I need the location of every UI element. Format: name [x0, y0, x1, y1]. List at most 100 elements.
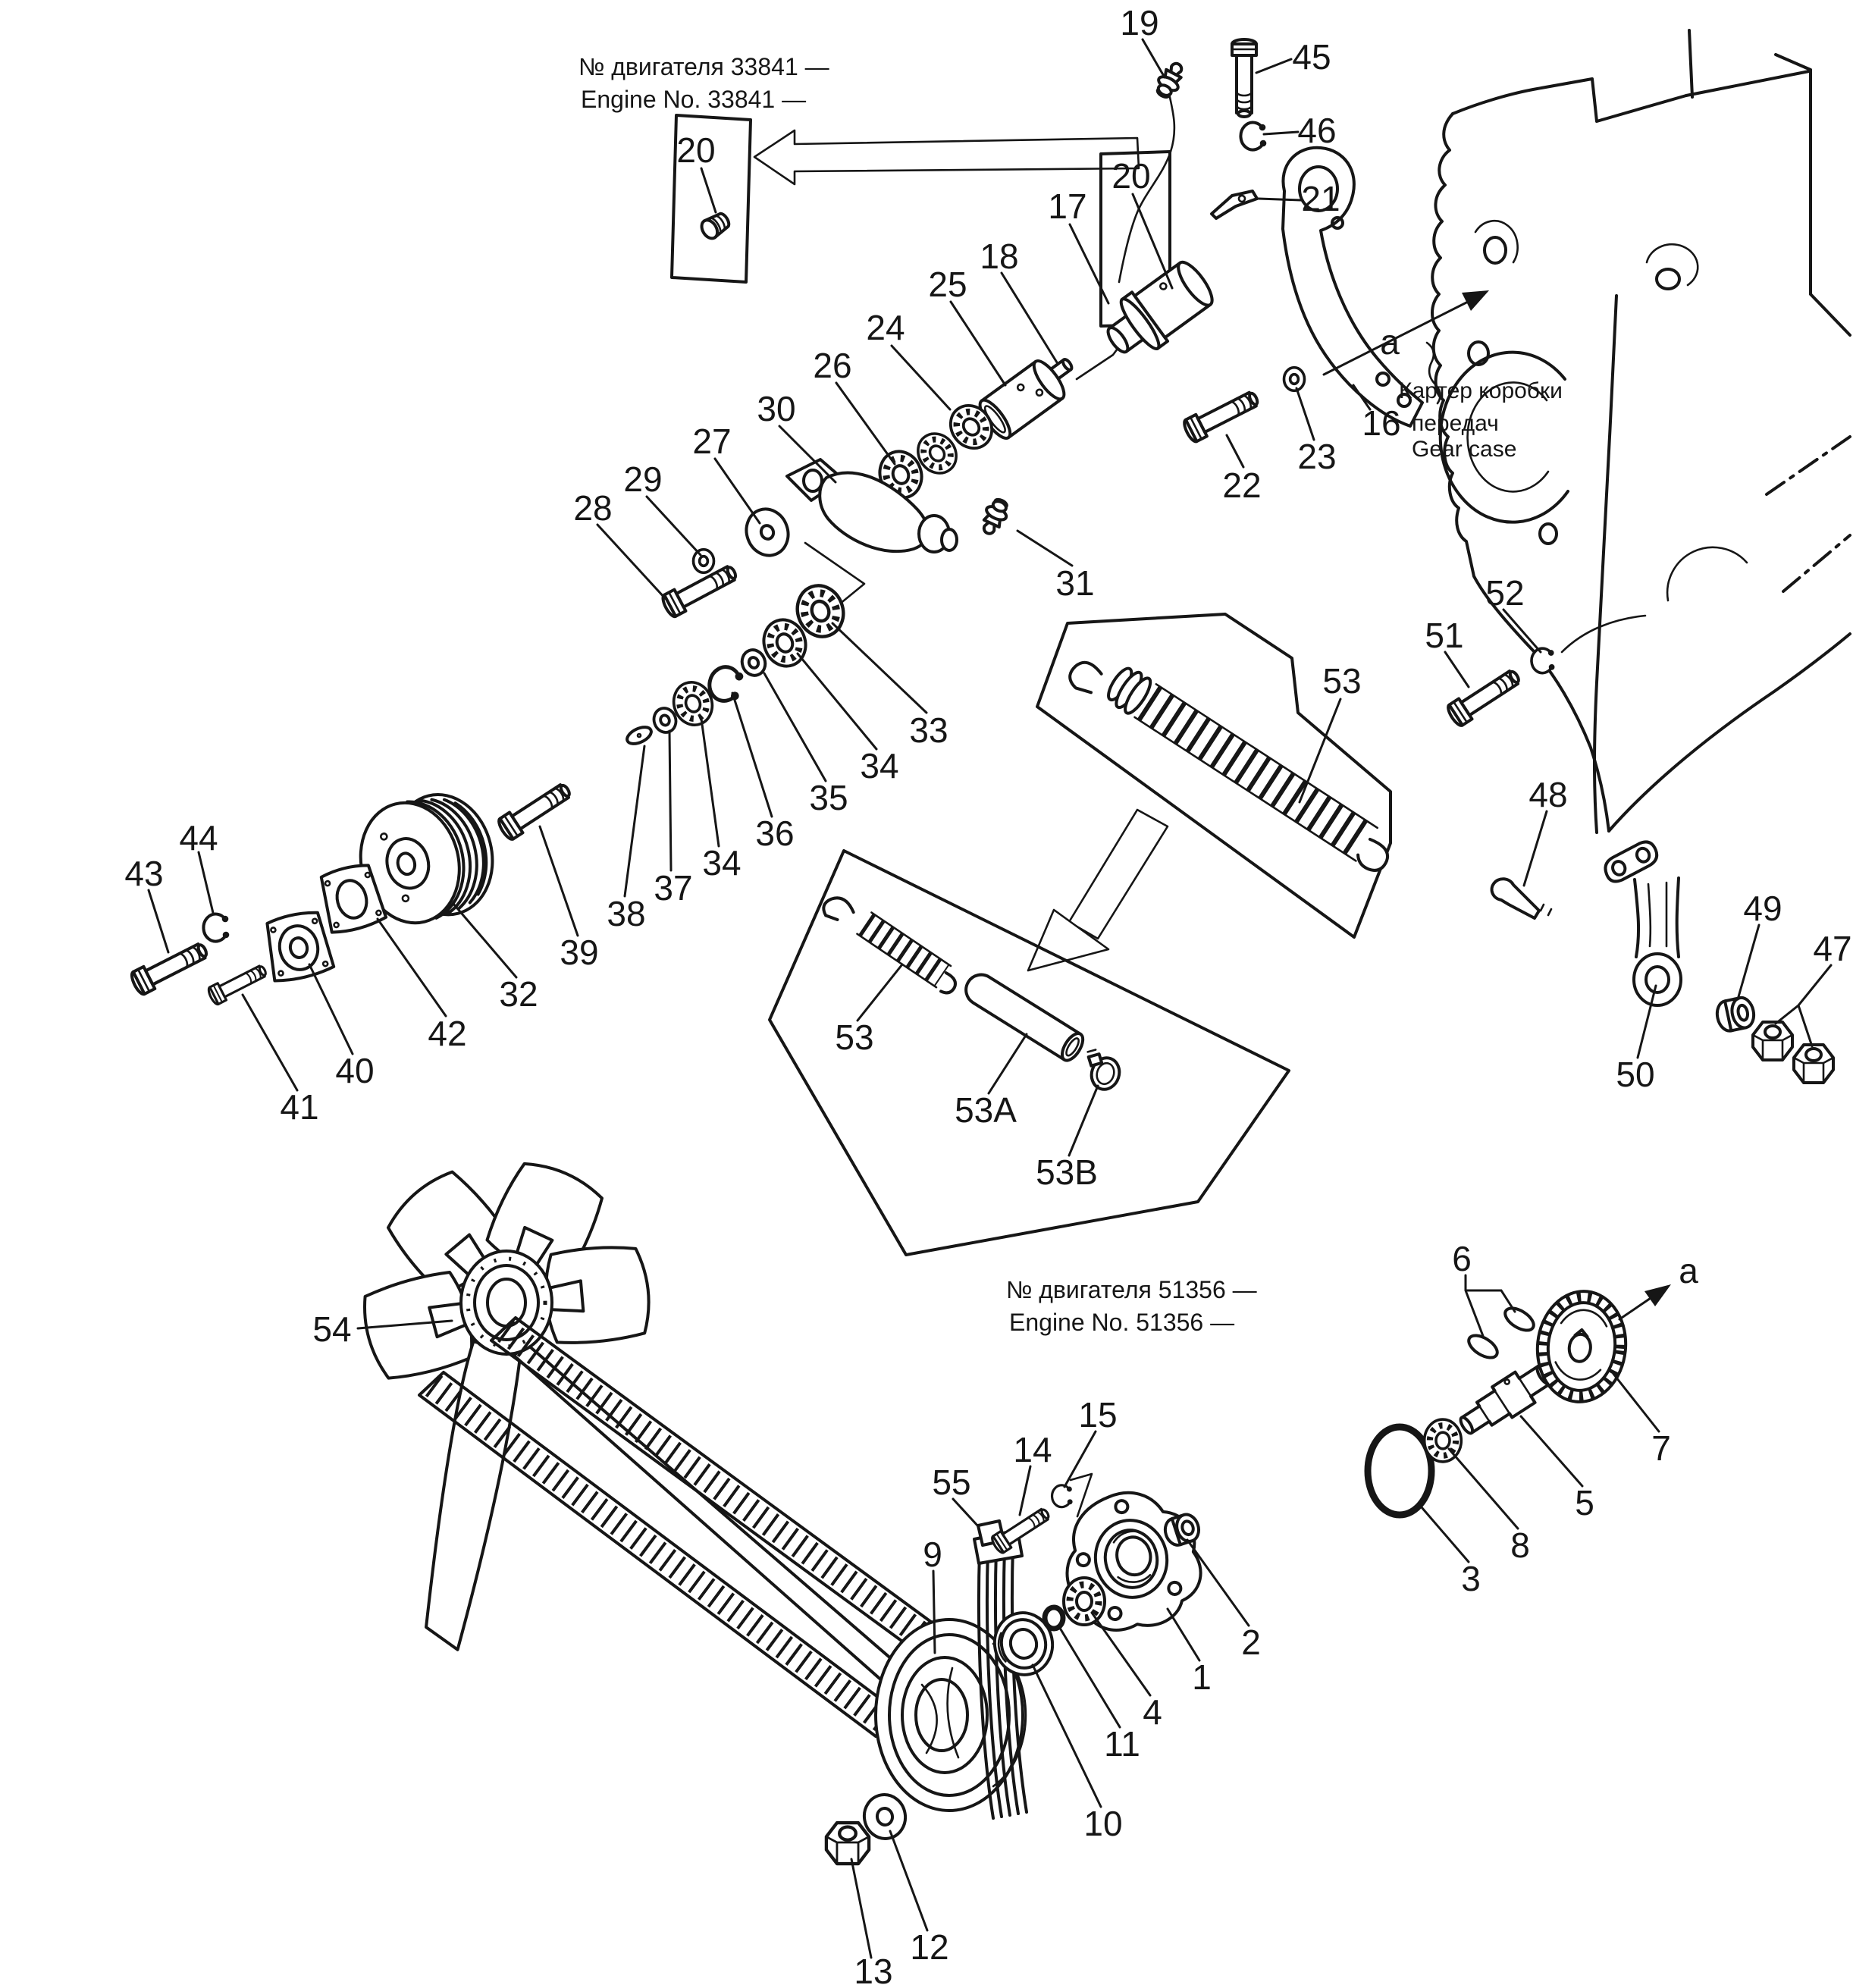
callout-46: 46 — [1297, 111, 1336, 150]
part-snap-ring-44 — [202, 912, 230, 943]
callout-a-top: a — [1380, 322, 1400, 362]
part-tensioner-body-30 — [785, 458, 958, 553]
annotation-engine-51356-ru: № двигателя 51356 — — [1006, 1276, 1257, 1303]
box-spring-lower — [768, 849, 1290, 1256]
callout-27: 27 — [692, 422, 731, 461]
callout-31: 31 — [1055, 563, 1094, 603]
part-washer-27 — [745, 507, 790, 557]
part-bearing-4 — [1064, 1578, 1105, 1625]
part-bolt-39 — [494, 777, 576, 843]
callout-51: 51 — [1425, 616, 1463, 655]
part-oring-3 — [1364, 1423, 1435, 1519]
callout-1: 1 — [1192, 1657, 1212, 1697]
callout-53-lower: 53 — [835, 1018, 873, 1057]
callout-6: 6 — [1452, 1239, 1472, 1278]
callout-23: 23 — [1297, 437, 1336, 476]
arrow-to-lower-box — [1027, 808, 1169, 972]
part-bolt-41 — [205, 960, 271, 1007]
part-washer-23 — [1282, 365, 1306, 393]
callout-40: 40 — [335, 1051, 374, 1090]
part-hook-48 — [1490, 877, 1553, 920]
part-sleeve-25 — [978, 359, 1066, 440]
part-clip-21 — [1210, 190, 1259, 220]
callout-35: 35 — [809, 778, 848, 817]
callout-22: 22 — [1222, 466, 1261, 505]
part-gasket-42 — [319, 864, 388, 934]
callout-21: 21 — [1301, 179, 1340, 218]
part-seal-10 — [992, 1611, 1055, 1676]
callout-26: 26 — [813, 346, 851, 385]
part-spacer-49 — [1715, 996, 1756, 1033]
callout-7: 7 — [1651, 1428, 1671, 1468]
callout-42: 42 — [428, 1014, 466, 1053]
annotation-engine-33841-ru: № двигателя 33841 — — [578, 53, 829, 80]
part-bolt-51 — [1444, 663, 1525, 729]
callout-12: 12 — [910, 1927, 948, 1967]
arrow-to-old-box — [753, 129, 1140, 186]
part-collar-2 — [1163, 1513, 1200, 1547]
part-bolt-43 — [129, 938, 211, 996]
callout-8: 8 — [1510, 1525, 1530, 1565]
part-oring-11 — [1042, 1604, 1066, 1632]
part-washer-12 — [862, 1793, 908, 1840]
callout-53B: 53B — [1036, 1152, 1098, 1192]
callout-44: 44 — [179, 818, 218, 858]
callout-a-bottom: a — [1679, 1251, 1698, 1290]
callout-25: 25 — [928, 265, 967, 304]
callout-19: 19 — [1120, 3, 1159, 42]
callout-38: 38 — [607, 894, 645, 933]
callout-11: 11 — [1104, 1724, 1140, 1764]
annotation-engine-33841-en: Engine No. 33841 — — [581, 86, 806, 113]
callout-55: 55 — [932, 1463, 970, 1502]
part-link-50 — [1604, 840, 1682, 1007]
part-fitting-31 — [976, 494, 1014, 540]
pipe-line — [1118, 93, 1176, 284]
callout-9: 9 — [923, 1535, 942, 1574]
callout-39: 39 — [560, 933, 598, 972]
part-nut-47-a — [1751, 1021, 1794, 1061]
part-snap-ring-46 — [1239, 121, 1267, 152]
callout-14: 14 — [1013, 1430, 1052, 1469]
callout-24: 24 — [866, 308, 905, 347]
callout-48: 48 — [1528, 775, 1567, 814]
part-washer-29 — [691, 547, 716, 575]
callout-33: 33 — [909, 710, 948, 750]
callout-49: 49 — [1743, 889, 1782, 928]
callout-28: 28 — [573, 488, 612, 528]
callout-5: 5 — [1575, 1483, 1594, 1522]
callout-13: 13 — [854, 1952, 892, 1988]
callout-10: 10 — [1083, 1804, 1122, 1843]
callout-4: 4 — [1143, 1692, 1162, 1732]
callout-32: 32 — [499, 974, 538, 1014]
gear-case-outline — [1425, 29, 1851, 834]
callout-50: 50 — [1616, 1055, 1654, 1094]
callout-34-a: 34 — [860, 746, 898, 785]
annotation-gear-case-ru-2: передач — [1412, 411, 1499, 436]
callout-17: 17 — [1048, 187, 1086, 226]
part-arm-16 — [1281, 146, 1424, 428]
part-bolt-45 — [1231, 38, 1258, 118]
callout-15: 15 — [1078, 1395, 1117, 1435]
part-shaft-17 — [1106, 260, 1214, 354]
callout-16: 16 — [1362, 403, 1400, 443]
part-nut-13 — [826, 1823, 869, 1864]
part-spring-53-lower — [822, 896, 958, 995]
view-arrow-a-bottom — [1618, 1284, 1671, 1321]
leader-lines — [147, 38, 1833, 1959]
part-lockwasher-15 — [1050, 1484, 1074, 1509]
view-arrow-a-top — [1322, 290, 1489, 376]
part-gear-7 — [1535, 1290, 1628, 1403]
part-tube-53A — [964, 973, 1085, 1062]
part-key-38 — [626, 726, 653, 745]
plug-20-old — [700, 212, 731, 240]
box-part-20-old — [670, 114, 752, 284]
part-keys-6 — [1467, 1306, 1535, 1359]
callout-41: 41 — [280, 1087, 318, 1127]
callout-54: 54 — [312, 1309, 351, 1349]
part-belt-9 — [418, 1316, 970, 1738]
part-flange-40 — [265, 911, 336, 983]
part-washer-52 — [1530, 647, 1556, 675]
